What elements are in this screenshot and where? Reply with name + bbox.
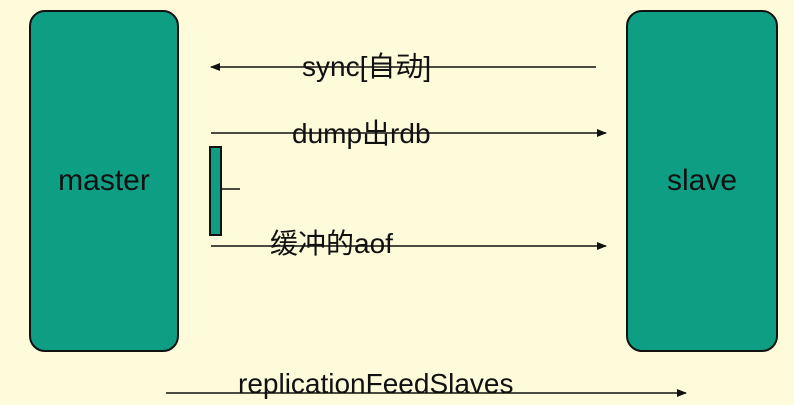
master-node: master: [29, 10, 179, 352]
sync-label: sync[自动]: [302, 51, 432, 82]
aof-label: 缓冲的aof: [270, 228, 393, 259]
slave-label: slave: [666, 164, 738, 197]
dump-label: dump出rdb: [292, 118, 431, 149]
aof-buffer-bar: [209, 146, 222, 236]
replication-label: replicationFeedSlaves: [238, 368, 514, 399]
slave-node: slave: [626, 10, 778, 352]
master-label: master: [58, 164, 150, 197]
